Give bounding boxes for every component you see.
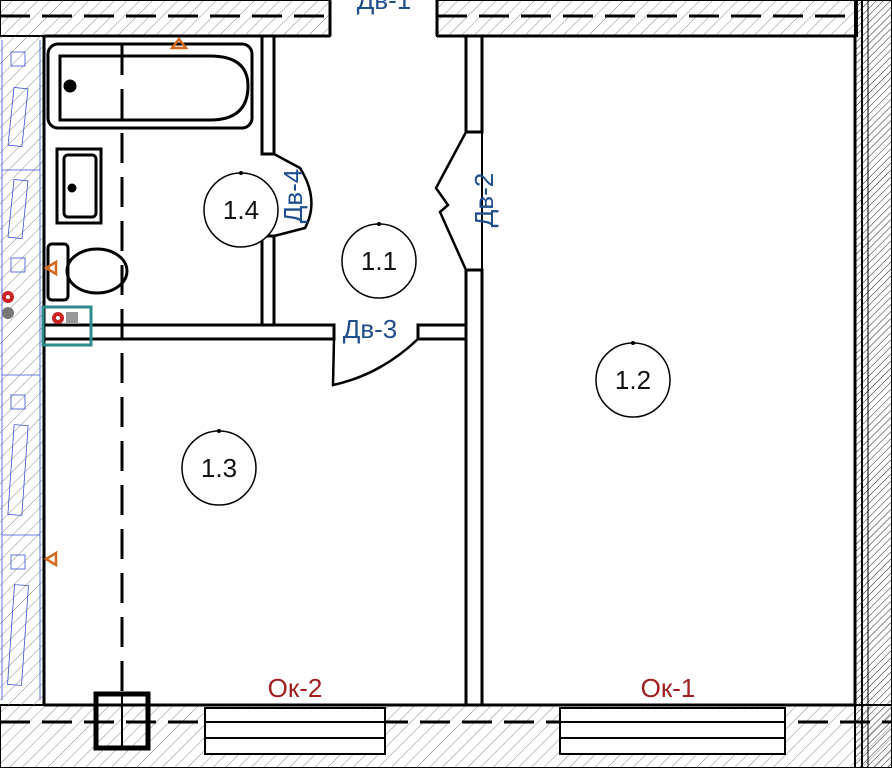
interior-walls [42, 0, 857, 707]
toilet-icon [46, 242, 129, 302]
room-label-1-2: 1.2 [615, 365, 651, 395]
sink-icon [55, 147, 103, 225]
room-label-1-3: 1.3 [201, 453, 237, 483]
shaft [93, 691, 151, 751]
markers [2, 36, 189, 568]
room-label-1-1: 1.1 [361, 246, 397, 276]
door-label-dv-4: Дв-4 [278, 169, 308, 224]
room-tags [181, 172, 671, 506]
window-frames [204, 707, 786, 755]
room-label-1-4: 1.4 [223, 195, 259, 225]
window-label-ok-2: Ок-2 [268, 673, 323, 703]
door-swings [273, 131, 468, 387]
bathtub-icon [46, 42, 254, 130]
door-label-dv-3: Дв-3 [343, 314, 398, 344]
reference-grid [1, 40, 41, 700]
door-label-dv-2: Дв-2 [469, 173, 499, 228]
door-label-dv-1: Дв-1 [357, 0, 412, 15]
window-label-ok-1: Ок-1 [641, 673, 696, 703]
